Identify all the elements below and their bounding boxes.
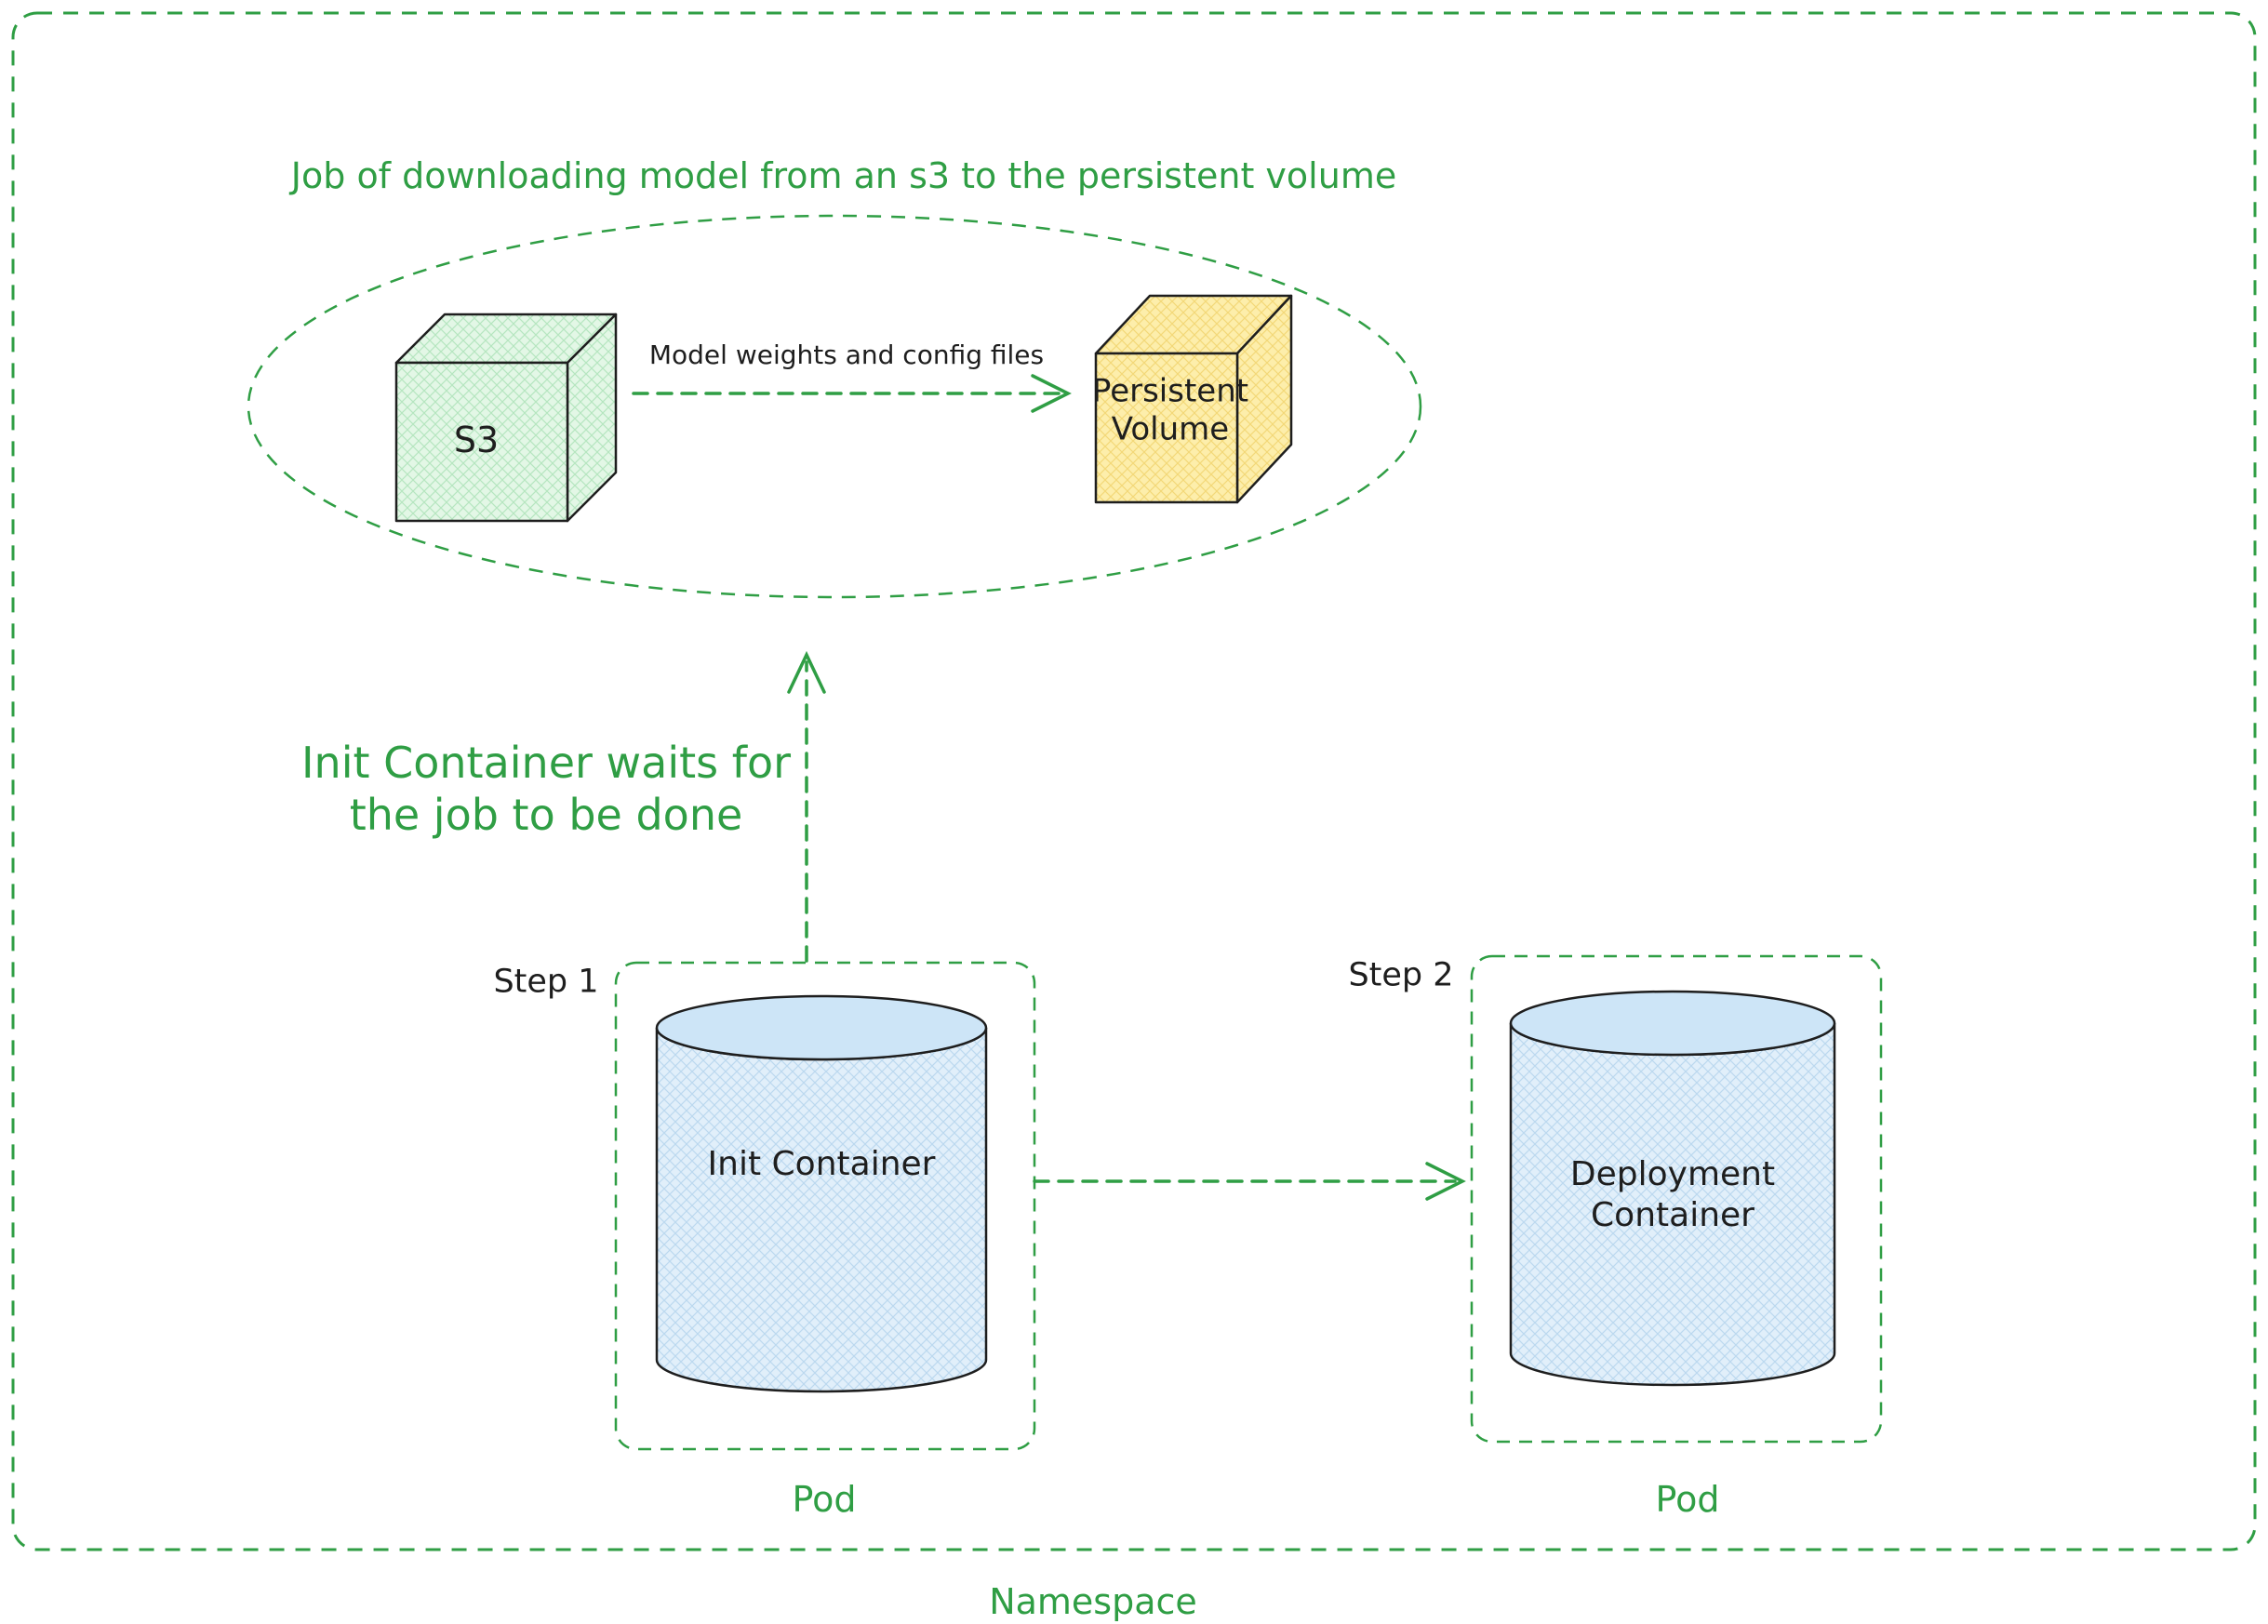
s3-label: S3 (453, 419, 500, 460)
job-ellipse (247, 214, 1422, 599)
init-container-label: Init Container (707, 1145, 936, 1184)
pod-box-step1 (614, 961, 1036, 1451)
wait-note: Init Container waits for the job to be d… (301, 737, 791, 841)
init-container-cylinder (655, 994, 988, 1393)
step2-label: Step 2 (1348, 956, 1454, 994)
persistent-volume-label: Persistent Volume (1092, 373, 1248, 450)
namespace-boundary (11, 11, 2257, 1551)
persistent-volume-label-line2: Volume (1111, 411, 1230, 448)
init-to-job-arrow (787, 650, 826, 963)
s3-cube (394, 313, 618, 523)
deployment-container-label-line1: Deployment (1569, 1155, 1776, 1194)
persistent-volume-cube (1094, 294, 1293, 504)
pod-to-pod-arrow (1033, 1162, 1466, 1201)
step1-label: Step 1 (493, 963, 599, 1001)
pod-label-left: Pod (792, 1478, 857, 1520)
deployment-container-label-line2: Container (1591, 1196, 1754, 1234)
deployment-container-label: Deployment Container (1570, 1154, 1775, 1236)
pod-label-right: Pod (1655, 1478, 1720, 1520)
wait-note-line1: Init Container waits for (300, 737, 792, 788)
transfer-arrow-label: Model weights and config files (648, 339, 1045, 370)
deployment-container-cylinder (1509, 990, 1836, 1387)
s3-to-pv-arrow (632, 374, 1072, 413)
namespace-label: Namespace (989, 1580, 1197, 1622)
persistent-volume-label-line1: Persistent (1091, 372, 1249, 410)
job-title: Job of downloading model from an s3 to t… (290, 154, 1397, 196)
pod-box-step2 (1470, 954, 1883, 1444)
wait-note-line2: the job to be done (349, 790, 743, 840)
